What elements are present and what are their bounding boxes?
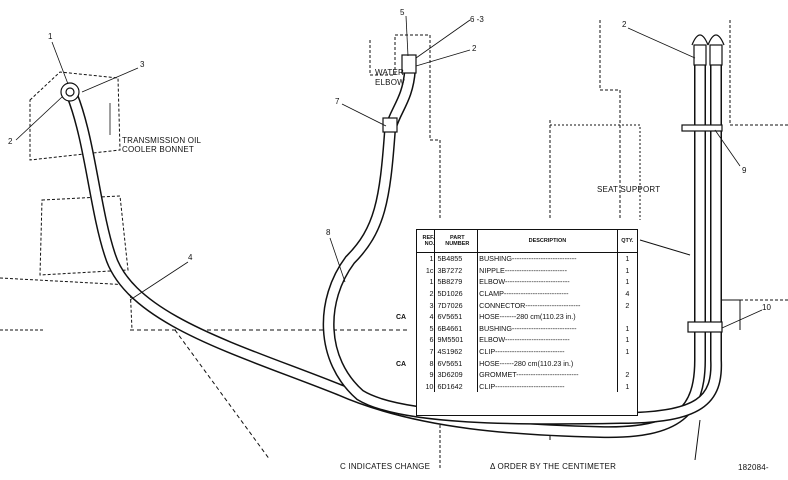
callout-9: 9 (742, 166, 747, 175)
callout-8: 8 (326, 228, 331, 237)
fitting-top-right (709, 44, 723, 66)
mark-row-4: CA (396, 314, 407, 321)
clip-7 (382, 117, 398, 133)
header-ref-no: REF. NO. (417, 230, 436, 253)
figure-number: 182084- (738, 463, 769, 472)
header-part-number: PART NUMBER (434, 230, 479, 253)
callout-4: 4 (188, 253, 193, 262)
fitting-top-left (693, 44, 707, 66)
footer-order-note: Δ ORDER BY THE CENTIMETER (490, 462, 617, 471)
water-elbow-fitting (401, 54, 417, 74)
callout-1: 1 (48, 32, 53, 41)
callout-2-top: 2 (472, 44, 477, 53)
header-qty: QTY. (617, 230, 637, 253)
callout-2-left: 2 (8, 137, 13, 146)
callout-6-3: 6 -3 (470, 15, 484, 24)
label-transmission: TRANSMISSION OIL (122, 136, 202, 145)
mark-row-8: CA (396, 361, 407, 368)
transmission-outline (29, 71, 121, 161)
callout-3: 3 (140, 60, 145, 69)
label-water: WATER (375, 68, 404, 77)
header-description: DESCRIPTION (477, 230, 618, 253)
footer-change-note: C INDICATES CHANGE (340, 462, 431, 471)
clip-10 (687, 321, 723, 333)
callout-2-right: 2 (622, 20, 627, 29)
callout-10: 10 (762, 303, 771, 312)
label-seat-support: SEAT SUPPORT (597, 185, 661, 194)
grommet-9 (681, 124, 723, 132)
callout-5: 5 (400, 8, 405, 17)
label-cooler-bonnet: COOLER BONNET (122, 145, 194, 154)
label-elbow: ELBOW (375, 78, 405, 87)
callout-7: 7 (335, 97, 340, 106)
